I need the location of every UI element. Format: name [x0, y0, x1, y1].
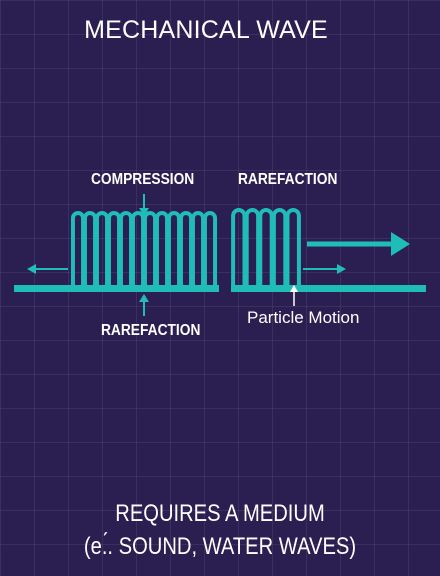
coil-loop: [178, 211, 194, 286]
coil-loop: [166, 211, 182, 286]
compression-coil: [70, 211, 218, 286]
diagram-title: MECHANICAL WAVE: [84, 16, 328, 44]
footer-line-1: REQUIRES A MEDIUM: [115, 500, 325, 527]
rarefaction-top-label: RAREFACTION: [238, 171, 338, 188]
coil-loop: [154, 211, 170, 286]
compression-label: COMPRESSION: [91, 171, 195, 188]
coil-loop: [285, 208, 301, 286]
left-arrow: [27, 264, 68, 274]
medium-line-right: [231, 285, 426, 292]
rarefaction-bottom-label: RAREFACTION: [101, 322, 201, 339]
particle-motion-pointer: [290, 285, 298, 306]
coil-loop: [94, 211, 110, 286]
medium-line-left: [14, 285, 219, 292]
coil-loop: [82, 211, 98, 286]
coil-loop: [118, 211, 134, 286]
coil-loop: [258, 208, 274, 286]
coil-loop: [231, 208, 247, 286]
coil-loop: [202, 211, 218, 286]
coil-loop: [142, 211, 158, 286]
right-arrow: [303, 264, 346, 274]
wave-direction-arrow: [307, 232, 410, 256]
rarefaction-pointer: [139, 294, 149, 316]
coil-loop: [271, 208, 288, 286]
compression-pointer: [139, 194, 149, 216]
particle-motion-label: Particle Motion: [247, 308, 360, 327]
coil-loop: [106, 211, 122, 286]
coil-loop: [130, 211, 146, 286]
coil-loop: [70, 211, 86, 286]
coil-loop: [244, 208, 261, 286]
footer-line-2: (e.́. SOUND, WATER WAVES): [83, 533, 357, 560]
coil-loop: [190, 211, 206, 286]
rarefaction-coil: [231, 208, 301, 286]
